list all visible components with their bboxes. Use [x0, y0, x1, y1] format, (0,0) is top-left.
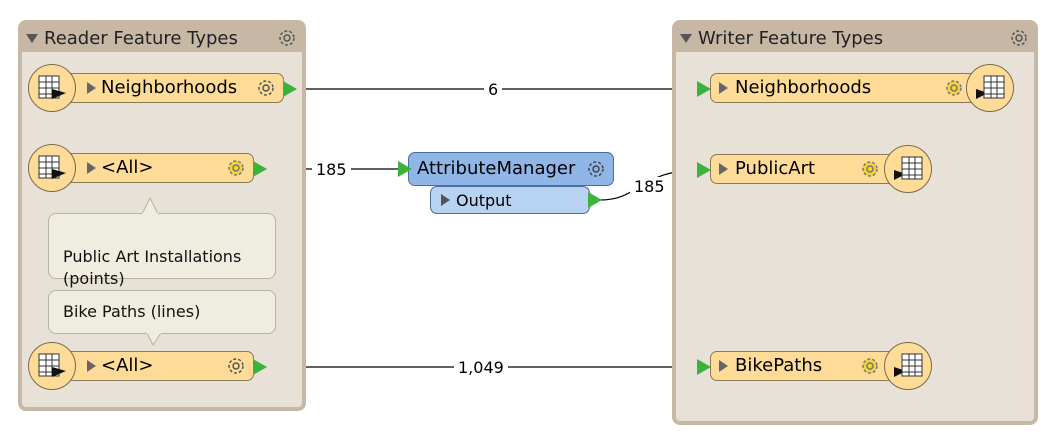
output-port-label: Output: [456, 191, 512, 210]
feature-count-reader-to-transformer: 185: [312, 160, 351, 179]
writer-bookmark-header[interactable]: Writer Feature Types: [676, 24, 1034, 52]
transformer-output-port[interactable]: Output: [430, 186, 590, 214]
output-port[interactable]: [588, 192, 602, 208]
gear-icon[interactable]: [225, 355, 247, 381]
gear-icon[interactable]: [943, 77, 965, 103]
gear-icon[interactable]: [276, 27, 298, 53]
feature-count-neighborhoods: 6: [484, 80, 503, 99]
expand-icon[interactable]: [719, 82, 728, 94]
table-icon: [28, 342, 76, 390]
writer-feature-type-publicart[interactable]: PublicArt: [710, 154, 906, 184]
feature-type-label: Neighborhoods: [735, 77, 872, 98]
table-icon: [884, 145, 932, 193]
reader-bookmark-title: Reader Feature Types: [44, 28, 238, 49]
reader-bookmark-header[interactable]: Reader Feature Types: [22, 24, 302, 52]
table-icon: [966, 64, 1014, 112]
gear-icon[interactable]: [859, 355, 881, 381]
annotation-bike-paths[interactable]: Bike Paths (lines): [48, 290, 276, 334]
annotation-pointer: [141, 196, 159, 215]
expand-icon[interactable]: [719, 163, 728, 175]
writer-bookmark-title: Writer Feature Types: [698, 28, 884, 49]
reader-feature-type-all-1[interactable]: <All>: [60, 153, 254, 183]
gear-icon[interactable]: [1008, 27, 1030, 53]
input-port[interactable]: [697, 359, 711, 375]
output-port[interactable]: [283, 81, 297, 97]
input-port[interactable]: [697, 162, 711, 178]
expand-icon[interactable]: [441, 194, 450, 206]
feature-count-bikepaths: 1,049: [454, 358, 508, 377]
table-icon: [884, 342, 932, 390]
output-port[interactable]: [253, 359, 267, 375]
input-port[interactable]: [398, 161, 412, 177]
feature-type-label: <All>: [101, 355, 154, 376]
table-icon: [28, 64, 76, 112]
feature-type-label: Neighborhoods: [101, 77, 238, 98]
gear-icon[interactable]: [225, 157, 247, 183]
table-icon: [28, 144, 76, 192]
output-port[interactable]: [253, 161, 267, 177]
expand-icon[interactable]: [719, 360, 728, 372]
gear-icon[interactable]: [255, 77, 277, 103]
writer-feature-type-bikepaths[interactable]: BikePaths: [710, 351, 906, 381]
annotation-text: Bike Paths (lines): [63, 302, 201, 321]
collapse-icon[interactable]: [26, 34, 38, 43]
attributemanager-transformer[interactable]: AttributeManager: [408, 152, 614, 186]
reader-feature-type-all-2[interactable]: <All>: [60, 351, 254, 381]
input-port[interactable]: [697, 81, 711, 97]
gear-icon[interactable]: [859, 158, 881, 184]
annotation-text: Public Art Installations (points): [63, 247, 242, 288]
collapse-icon[interactable]: [680, 34, 692, 43]
expand-icon[interactable]: [87, 82, 96, 94]
reader-feature-type-neighborhoods[interactable]: Neighborhoods: [60, 73, 284, 103]
transformer-name: AttributeManager: [417, 158, 576, 179]
expand-icon[interactable]: [87, 162, 96, 174]
annotation-public-art[interactable]: Public Art Installations (points): [48, 213, 276, 288]
feature-type-label: PublicArt: [735, 158, 816, 179]
expand-icon[interactable]: [87, 360, 96, 372]
feature-type-label: BikePaths: [735, 355, 823, 376]
annotation-pointer: [146, 333, 162, 346]
feature-type-label: <All>: [101, 157, 154, 178]
writer-feature-type-neighborhoods[interactable]: Neighborhoods: [710, 73, 990, 103]
feature-count-transformer-to-writer: 185: [630, 177, 669, 196]
gear-icon[interactable]: [585, 158, 607, 184]
